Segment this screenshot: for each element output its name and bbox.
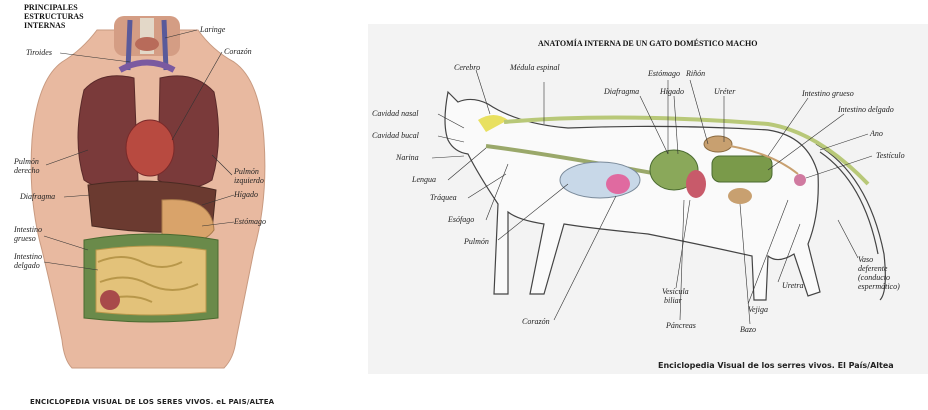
cat-label-traquea: Tráquea (430, 193, 457, 202)
label-pulmon-derecho-1: Pulmón (13, 157, 39, 166)
cat-label-rinon: Riñón (685, 69, 705, 78)
label-corazon: Corazón (224, 47, 252, 56)
cat-label-higado: Hígado (659, 87, 684, 96)
cat-label-vesicula-2: biliar (664, 296, 683, 305)
cat-label-medula: Médula espinal (509, 63, 560, 72)
cat-title: ANATOMÍA INTERNA DE UN GATO DOMÉSTICO MA… (538, 38, 757, 48)
human-title-line-2: ESTRUCTURAS (24, 12, 84, 21)
label-intestino-grueso-2: grueso (14, 234, 36, 243)
human-source-caption: ENCICLOPEDIA VISUAL DE LOS SERES VIVOS. … (30, 398, 274, 406)
cat-label-bazo: Bazo (740, 325, 756, 334)
cat-label-esofago: Esófago (447, 215, 474, 224)
cat-label-vaso-1: Vaso (858, 255, 873, 264)
label-pulmon-izquierdo-1: Pulmón (233, 167, 259, 176)
label-intestino-grueso-1: Intestino (13, 225, 42, 234)
cat-label-cerebro: Cerebro (454, 63, 480, 72)
label-higado: Hígado (233, 190, 258, 199)
cat-label-vaso-3: (conducto (858, 273, 890, 282)
label-intestino-delgado-2: delgado (14, 261, 40, 270)
cat-label-int-delgado: Intestino delgado (837, 105, 894, 114)
cat-label-vejiga: Vejiga (748, 305, 768, 314)
label-pulmon-izquierdo-2: izquierdo (234, 176, 264, 185)
cat-label-int-grueso: Intestino grueso (801, 89, 854, 98)
cat-label-uretra: Uretra (782, 281, 803, 290)
cat-label-ano: Ano (869, 129, 883, 138)
cat-anatomy-panel: ANATOMÍA INTERNA DE UN GATO DOMÉSTICO MA… (368, 24, 928, 374)
human-torso-illustration: PRINCIPALES ESTRUCTURAS INTERNAS Laringe… (2, 0, 292, 410)
cat-label-vaso-2: deferente (858, 264, 888, 273)
cat-label-narina: Narina (395, 153, 419, 162)
cat-label-pulmon: Pulmón (463, 237, 489, 246)
cat-label-corazon: Corazón (522, 317, 550, 326)
human-title-line-3: INTERNAS (24, 21, 66, 30)
label-estomago: Estómago (233, 217, 266, 226)
cat-label-vaso-4: espermático) (858, 282, 900, 291)
cat-label-cavidad-nasal: Cavidad nasal (372, 109, 419, 118)
cat-source-caption: Enciclopedia Visual de los serres vivos.… (658, 361, 894, 370)
cat-label-diafragma: Diafragma (603, 87, 639, 96)
label-diafragma: Diafragma (19, 192, 55, 201)
label-laringe: Laringe (199, 25, 226, 34)
label-intestino-delgado-1: Intestino (13, 252, 42, 261)
cat-label-lengua: Lengua (411, 175, 436, 184)
label-pulmon-derecho-2: derecho (14, 166, 39, 175)
cat-label-testiculo: Testículo (876, 151, 905, 160)
human-anatomy-panel: PRINCIPALES ESTRUCTURAS INTERNAS Laringe… (2, 0, 292, 410)
cat-label-pancreas: Páncreas (665, 321, 696, 330)
cat-label-estomago: Estómago (647, 69, 680, 78)
cat-label-vesicula-1: Vesícula (662, 287, 689, 296)
cat-label-cavidad-bucal: Cavidad bucal (372, 131, 420, 140)
cat-illustration: ANATOMÍA INTERNA DE UN GATO DOMÉSTICO MA… (368, 24, 928, 374)
label-tiroides: Tiroides (26, 48, 52, 57)
cat-label-ureter: Uréter (714, 87, 736, 96)
human-title-line-1: PRINCIPALES (24, 3, 78, 12)
